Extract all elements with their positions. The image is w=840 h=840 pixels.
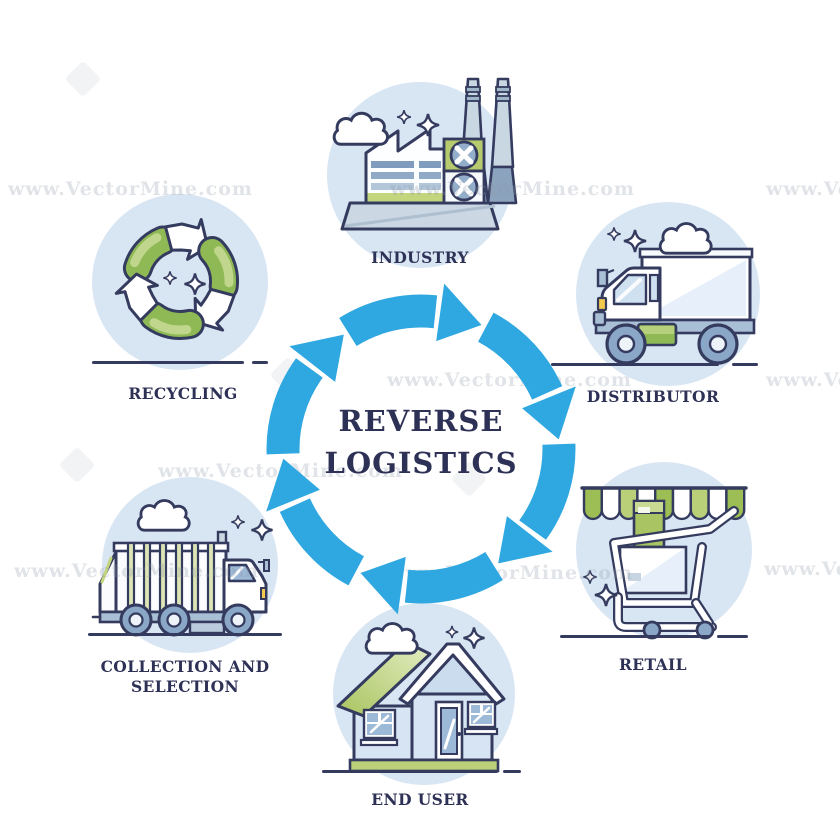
watermark-text: www.VectorMine.com bbox=[14, 560, 259, 582]
watermark-text: www.VectorMine.com bbox=[388, 562, 633, 584]
watermark-text: www.VectorMine.com bbox=[766, 369, 840, 391]
watermark-text: www.VectorMine.com bbox=[764, 558, 840, 580]
stage-label-recycling: RECYCLING bbox=[128, 384, 238, 403]
stage-label-selection: SELECTION bbox=[130, 677, 240, 696]
stage-end-user bbox=[324, 598, 524, 798]
stage-label-distributor: DISTRIBUTOR bbox=[586, 387, 720, 406]
box-truck-icon bbox=[576, 202, 760, 386]
title-line-2: LOGISTICS bbox=[324, 446, 518, 480]
stage-collection-and-selection bbox=[90, 470, 290, 670]
ground-line bbox=[732, 363, 758, 366]
ground-line bbox=[92, 361, 244, 364]
title-line-1: REVERSE bbox=[338, 404, 504, 438]
watermark-text: www.VectorMine.com bbox=[390, 178, 635, 200]
watermark-text: www.VectorMine.com bbox=[8, 178, 253, 200]
watermark-text: www.VectorMine.com bbox=[387, 369, 632, 391]
stage-recycling bbox=[80, 182, 280, 382]
stage-label-retail: RETAIL bbox=[619, 655, 687, 674]
ground-line bbox=[560, 635, 710, 638]
ground-line bbox=[252, 361, 268, 364]
stage-label-collection: COLLECTION AND bbox=[100, 657, 270, 676]
stage-label-end-user: END USER bbox=[371, 790, 469, 809]
stage-retail bbox=[564, 453, 764, 653]
factory-icon bbox=[327, 77, 518, 268]
shop-cart-awning-icon bbox=[576, 462, 752, 640]
house-icon bbox=[333, 603, 515, 785]
page-title: REVERSE LOGISTICS bbox=[251, 400, 591, 484]
ground-line bbox=[322, 770, 498, 773]
stage-industry bbox=[320, 75, 520, 275]
ground-line bbox=[717, 635, 748, 638]
recycle-arrows-icon bbox=[92, 194, 268, 370]
garbage-truck-icon bbox=[91, 477, 278, 653]
ground-line bbox=[551, 363, 719, 366]
watermark-text: www.VectorMine.com bbox=[766, 178, 840, 200]
ground-line bbox=[503, 770, 521, 773]
watermark-diamond-icon bbox=[64, 60, 102, 98]
stage-distributor bbox=[568, 194, 768, 394]
ground-line bbox=[88, 633, 282, 636]
stage-label-industry: INDUSTRY bbox=[371, 248, 469, 267]
